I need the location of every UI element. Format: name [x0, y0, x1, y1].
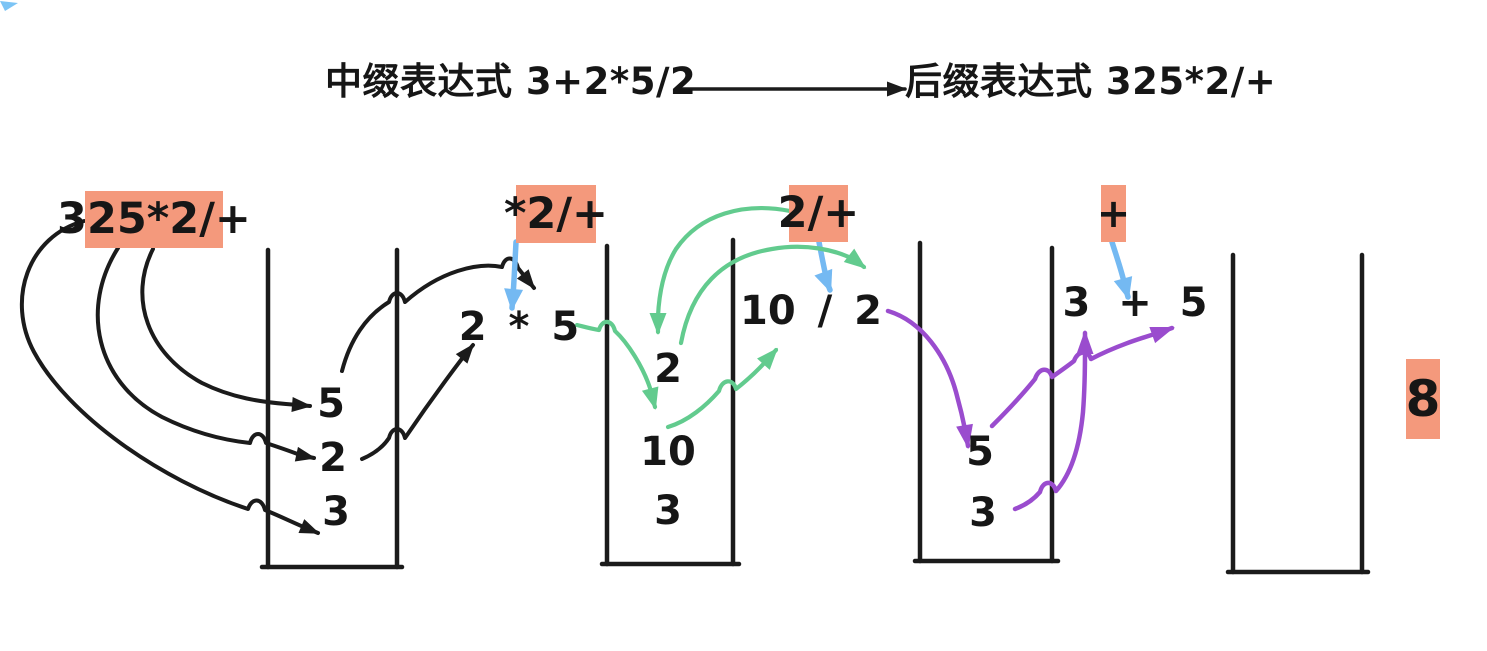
stack2-item-mid: 10 — [640, 429, 696, 475]
postfix-expression-title: 后缀表达式 325*2/+ — [905, 60, 1277, 103]
operation-add: 3 + 5 — [1062, 280, 1208, 326]
pending-tokens-label-step2: *2/+ — [504, 185, 608, 243]
push-arrows-stack1 — [19, 219, 320, 535]
stray-blue-mark-icon — [0, 1, 18, 11]
stack1-item-mid: 2 — [319, 435, 347, 481]
infix-expression-title: 中缀表达式 3+2*5/2 — [325, 60, 697, 103]
result-badge: 8 — [1406, 359, 1440, 439]
stack-2-outline — [599, 237, 742, 567]
stack1-item-bottom: 3 — [322, 489, 350, 535]
stack1-item-top: 5 — [317, 381, 345, 427]
pending-tokens-label-step3: 2/+ — [778, 185, 859, 242]
green-arrows-stack2 — [574, 206, 867, 430]
stack-3-outline — [912, 240, 1061, 564]
stack3-item-bottom: 3 — [969, 490, 997, 536]
stack-4-outline — [1225, 252, 1371, 575]
pending-tokens-label-step1: 325*2/+ — [57, 191, 251, 248]
stack2-item-bottom: 3 — [654, 488, 682, 534]
purple-arrows-stack3 — [885, 308, 1175, 512]
stack3-item-top: 5 — [966, 429, 994, 475]
operation-multiply: 2 * 5 — [458, 304, 580, 350]
stack2-item-top: 2 — [654, 346, 682, 392]
operation-divide: 10 / 2 — [740, 288, 882, 334]
pop-arrows-stack1 — [340, 256, 536, 461]
pending-tokens-label-step4: + — [1097, 185, 1130, 242]
stack-1-outline — [259, 247, 405, 570]
